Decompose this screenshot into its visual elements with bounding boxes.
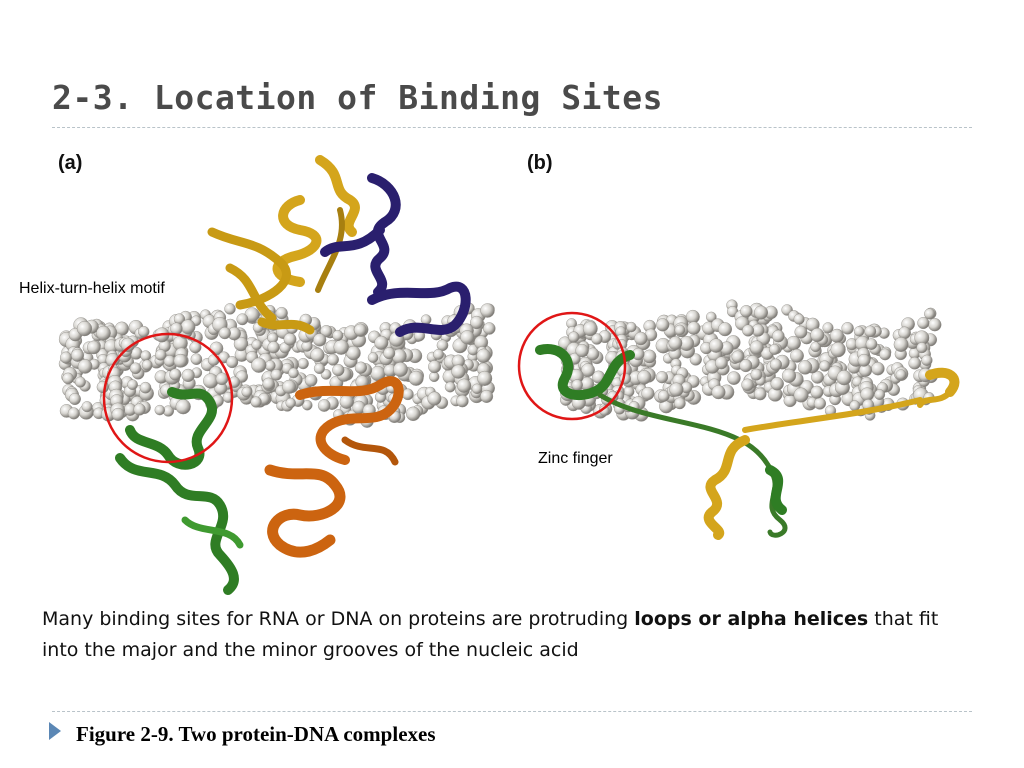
helix-turn-helix-callout: Helix-turn-helix motif xyxy=(19,280,165,297)
orange-protein-ribbon xyxy=(264,376,404,558)
title-divider xyxy=(52,127,972,128)
navy-protein-ribbon xyxy=(320,173,471,337)
protein-dna-figure xyxy=(58,155,960,595)
triangle-bullet-icon xyxy=(49,722,61,740)
dna-double-helix-b xyxy=(558,299,942,422)
figure-caption: Figure 2-9. Two protein-DNA complexes xyxy=(76,722,436,746)
slide-title: 2-3. Location of Binding Sites xyxy=(52,78,664,117)
caption-divider xyxy=(52,711,972,712)
helix-turn-helix-highlight-circle xyxy=(102,332,234,464)
body-text-part1: Many binding sites for RNA or DNA on pro… xyxy=(42,608,635,630)
body-text-bold: loops or alpha helices xyxy=(634,608,869,630)
yellow-protein-ribbon-b xyxy=(703,367,960,540)
zinc-finger-highlight-circle xyxy=(517,311,627,421)
zinc-finger-callout: Zinc finger xyxy=(538,450,613,467)
green-protein-ribbon-b xyxy=(535,344,788,538)
green-protein-ribbon-a xyxy=(115,387,244,595)
panel-b-label: (b) xyxy=(527,152,553,174)
body-paragraph: Many binding sites for RNA or DNA on pro… xyxy=(42,604,952,666)
body-text-part2: that fit into the major and the minor gr… xyxy=(42,608,939,661)
panel-a-label: (a) xyxy=(58,152,83,174)
